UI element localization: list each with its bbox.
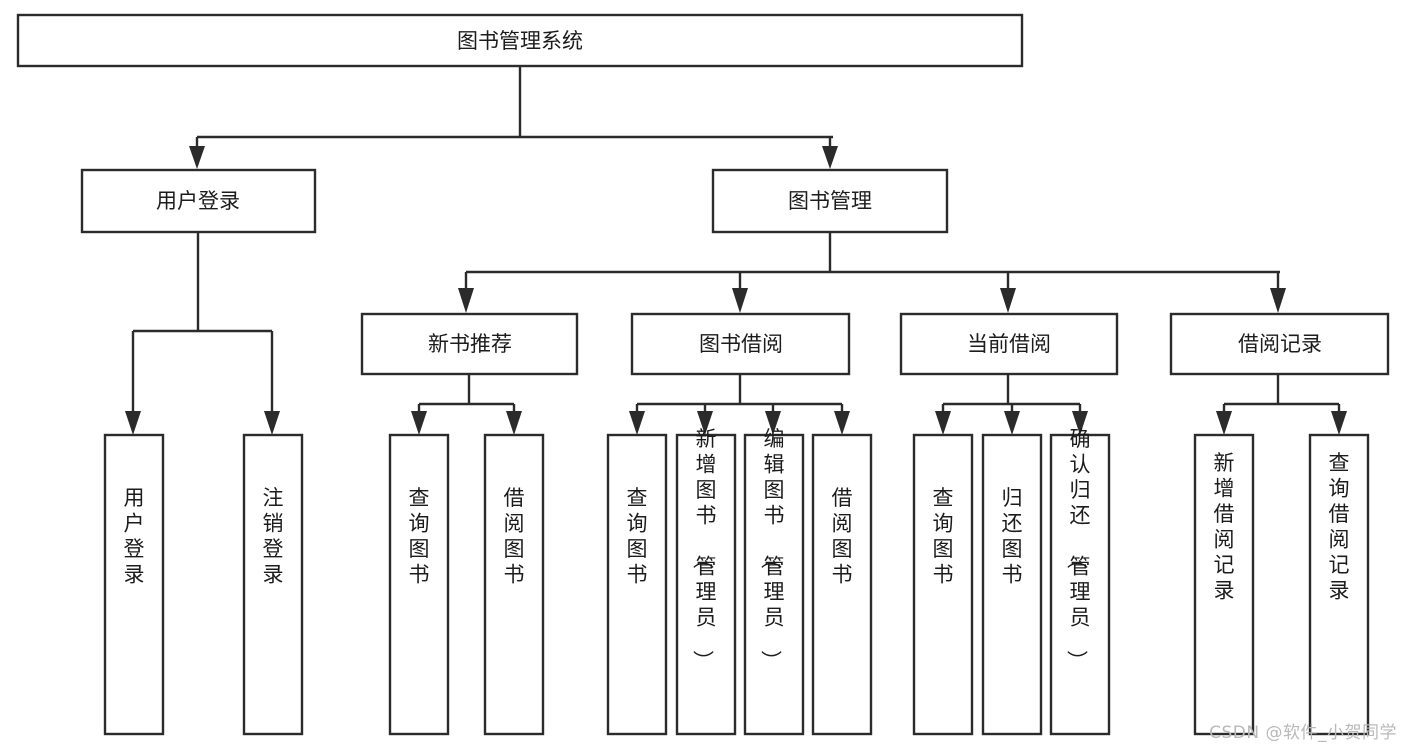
leaf-book-borrow-borrow-box[interactable] <box>811 433 873 736</box>
leaf-book-borrow-query-label: 查询图书 <box>627 486 648 587</box>
leaf-current-borrow-confirm-label: 确认归还（管理员） <box>1065 427 1091 671</box>
leaf-user-login-login-label: 用户登录 <box>124 486 145 587</box>
connector-group-current-borrow <box>935 374 1088 435</box>
leaf-book-borrow-edit-box[interactable] <box>743 433 805 736</box>
leaf-user-login-logout[interactable]: 注销登录 <box>242 433 304 736</box>
connector-group-book-mgmt <box>458 232 1286 313</box>
leaf-current-borrow-return[interactable]: 归还图书 <box>981 433 1043 736</box>
leaf-new-book-query[interactable]: 查询图书 <box>388 433 450 736</box>
leaf-new-book-query-box[interactable] <box>388 433 450 736</box>
leaf-borrow-record-query[interactable]: 查询借阅记录 <box>1308 433 1370 736</box>
arrow-head-query-book-3 <box>935 411 951 435</box>
leaf-user-login-login[interactable]: 用户登录 <box>103 433 165 736</box>
node-new-book-recommend[interactable]: 新书推荐 <box>360 312 579 376</box>
leaf-current-borrow-return-label: 归还图书 <box>1002 486 1023 587</box>
arrow-head-add-book <box>697 411 713 435</box>
arrow-head-return-book <box>1004 411 1020 435</box>
arrow-head-user-login <box>189 146 205 169</box>
connector-group-borrow-record <box>1216 374 1347 435</box>
node-book-management[interactable]: 图书管理 <box>711 168 949 234</box>
node-borrow-record[interactable]: 借阅记录 <box>1169 312 1390 376</box>
arrow-head-query-book-2 <box>629 411 645 435</box>
leaf-new-book-borrow-label: 借阅图书 <box>504 486 525 587</box>
leaf-book-borrow-edit[interactable]: 编辑图书（管理员） <box>743 427 805 736</box>
arrow-head-logout-leaf <box>264 411 280 435</box>
arrow-head-edit-book <box>765 411 781 435</box>
node-user-login-label: 用户登录 <box>156 189 240 213</box>
leaf-current-borrow-return-box[interactable] <box>981 433 1043 736</box>
leaf-book-borrow-edit-label: 编辑图书（管理员） <box>759 427 785 671</box>
leaf-current-borrow-query[interactable]: 查询图书 <box>912 433 974 736</box>
node-book-management-box[interactable] <box>711 168 949 234</box>
node-root[interactable]: 图书管理系统 <box>16 13 1024 68</box>
arrow-head-confirm-return <box>1072 411 1088 435</box>
leaf-current-borrow-query-label: 查询图书 <box>933 486 954 587</box>
arrow-head-current-borrow <box>1000 288 1016 313</box>
leaf-current-borrow-query-box[interactable] <box>912 433 974 736</box>
csdn-watermark: CSDN @软件_小贺同学 <box>1209 723 1397 743</box>
leaf-new-book-borrow-box[interactable] <box>483 433 545 736</box>
leaf-book-borrow-query-box[interactable] <box>606 433 668 736</box>
node-root-box[interactable] <box>16 13 1024 68</box>
leaf-new-book-borrow[interactable]: 借阅图书 <box>483 433 545 736</box>
node-book-management-label: 图书管理 <box>788 189 872 213</box>
node-borrow-record-box[interactable] <box>1169 312 1390 376</box>
arrow-head-user-login-leaf <box>125 411 141 435</box>
node-book-borrow-label: 图书借阅 <box>699 332 783 356</box>
node-user-login[interactable]: 用户登录 <box>80 168 317 234</box>
leaf-user-login-logout-box[interactable] <box>242 433 304 736</box>
node-new-book-recommend-box[interactable] <box>360 312 579 376</box>
leaf-book-borrow-add-label: 新增图书（管理员） <box>691 427 717 671</box>
arrow-head-book-borrow <box>732 288 748 313</box>
node-book-borrow-box[interactable] <box>630 312 851 376</box>
leaf-book-borrow-query[interactable]: 查询图书 <box>606 433 668 736</box>
node-current-borrow[interactable]: 当前借阅 <box>899 312 1119 376</box>
node-current-borrow-label: 当前借阅 <box>967 332 1051 356</box>
arrow-head-query-record <box>1331 411 1347 435</box>
leaf-book-borrow-borrow[interactable]: 借阅图书 <box>811 433 873 736</box>
arrow-head-borrow-record <box>1270 288 1286 313</box>
node-borrow-record-label: 借阅记录 <box>1238 332 1322 356</box>
leaf-current-borrow-confirm[interactable]: 确认归还（管理员） <box>1049 427 1111 736</box>
leaf-borrow-record-add-label: 新增借阅记录 <box>1214 451 1235 603</box>
arrow-head-book-mgmt <box>822 146 838 169</box>
node-current-borrow-box[interactable] <box>899 312 1119 376</box>
leaf-borrow-record-add[interactable]: 新增借阅记录 <box>1193 433 1255 736</box>
leaf-borrow-record-query-box[interactable] <box>1308 433 1370 736</box>
leaf-user-login-logout-label: 注销登录 <box>263 486 284 587</box>
connector-group-root <box>189 66 838 169</box>
leaf-new-book-query-label: 查询图书 <box>409 486 430 587</box>
leaf-current-borrow-confirm-box[interactable] <box>1049 433 1111 736</box>
leaf-borrow-record-query-label: 查询借阅记录 <box>1329 451 1350 603</box>
arrow-head-add-record <box>1216 411 1232 435</box>
leaf-borrow-record-add-box[interactable] <box>1193 433 1255 736</box>
connector-group-book-borrow <box>629 374 850 435</box>
leaf-book-borrow-add-box[interactable] <box>675 433 737 736</box>
arrow-head-query-book-1 <box>411 411 427 435</box>
arrow-head-new-book <box>458 288 474 313</box>
node-user-login-box[interactable] <box>80 168 317 234</box>
node-root-label: 图书管理系统 <box>457 29 583 53</box>
node-new-book-recommend-label: 新书推荐 <box>428 332 512 356</box>
node-book-borrow[interactable]: 图书借阅 <box>630 312 851 376</box>
connector-group-new-book <box>411 374 522 435</box>
leaf-book-borrow-borrow-label: 借阅图书 <box>832 486 853 587</box>
connector-group-user-login <box>125 233 280 435</box>
leaf-book-borrow-add[interactable]: 新增图书（管理员） <box>675 427 737 736</box>
arrow-head-borrow-book-2 <box>834 411 850 435</box>
arrow-head-borrow-book-1 <box>506 411 522 435</box>
leaf-user-login-login-box[interactable] <box>103 433 165 736</box>
